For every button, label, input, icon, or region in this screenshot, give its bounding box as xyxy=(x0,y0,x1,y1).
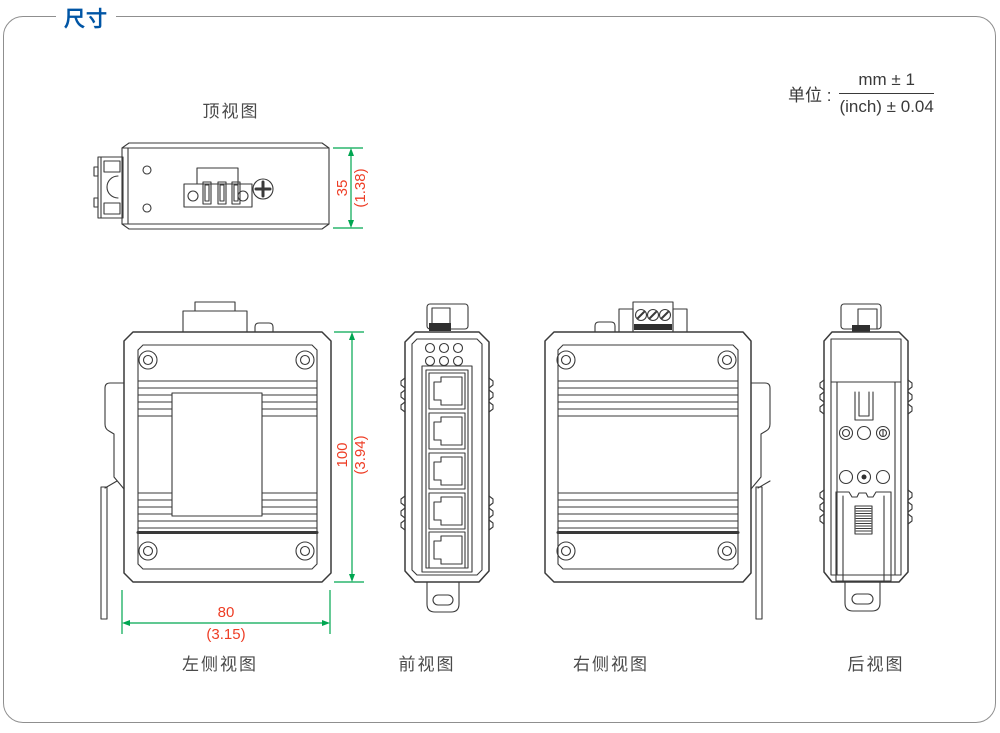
right-view-label: 右侧视图 xyxy=(573,655,649,674)
phillips-screw-icon xyxy=(252,178,274,200)
left-side-view-drawing xyxy=(100,301,332,620)
rj45-ports xyxy=(428,372,466,569)
dimension-width-mm: 80 xyxy=(217,604,235,621)
page-border xyxy=(3,16,996,723)
top-view-drawing xyxy=(93,142,330,230)
dimension-height-lines xyxy=(333,147,363,229)
front-view-label: 前视图 xyxy=(398,655,456,674)
rear-view-drawing xyxy=(819,303,913,612)
dimension-width-lines xyxy=(121,590,331,634)
unit-fraction: mm ± 1 (inch) ± 0.04 xyxy=(839,70,934,117)
unit-mm: mm ± 1 xyxy=(839,70,934,94)
page-title: 尺寸 xyxy=(56,3,116,33)
led-indicators xyxy=(424,342,464,367)
dimension-width-inch: (3.15) xyxy=(206,626,246,643)
front-view-drawing xyxy=(400,303,494,613)
dimension-depth-lines xyxy=(334,331,364,583)
mounting-holes xyxy=(838,425,891,485)
unit-note: 单位 : mm ± 1 (inch) ± 0.04 xyxy=(788,70,934,117)
top-view-label: 顶视图 xyxy=(202,102,260,121)
unit-inch: (inch) ± 0.04 xyxy=(839,97,934,116)
left-view-label: 左侧视图 xyxy=(182,655,258,674)
rear-view-label: 后视图 xyxy=(847,655,905,674)
right-side-view-drawing xyxy=(544,301,771,620)
unit-note-label: 单位 : xyxy=(788,86,832,105)
